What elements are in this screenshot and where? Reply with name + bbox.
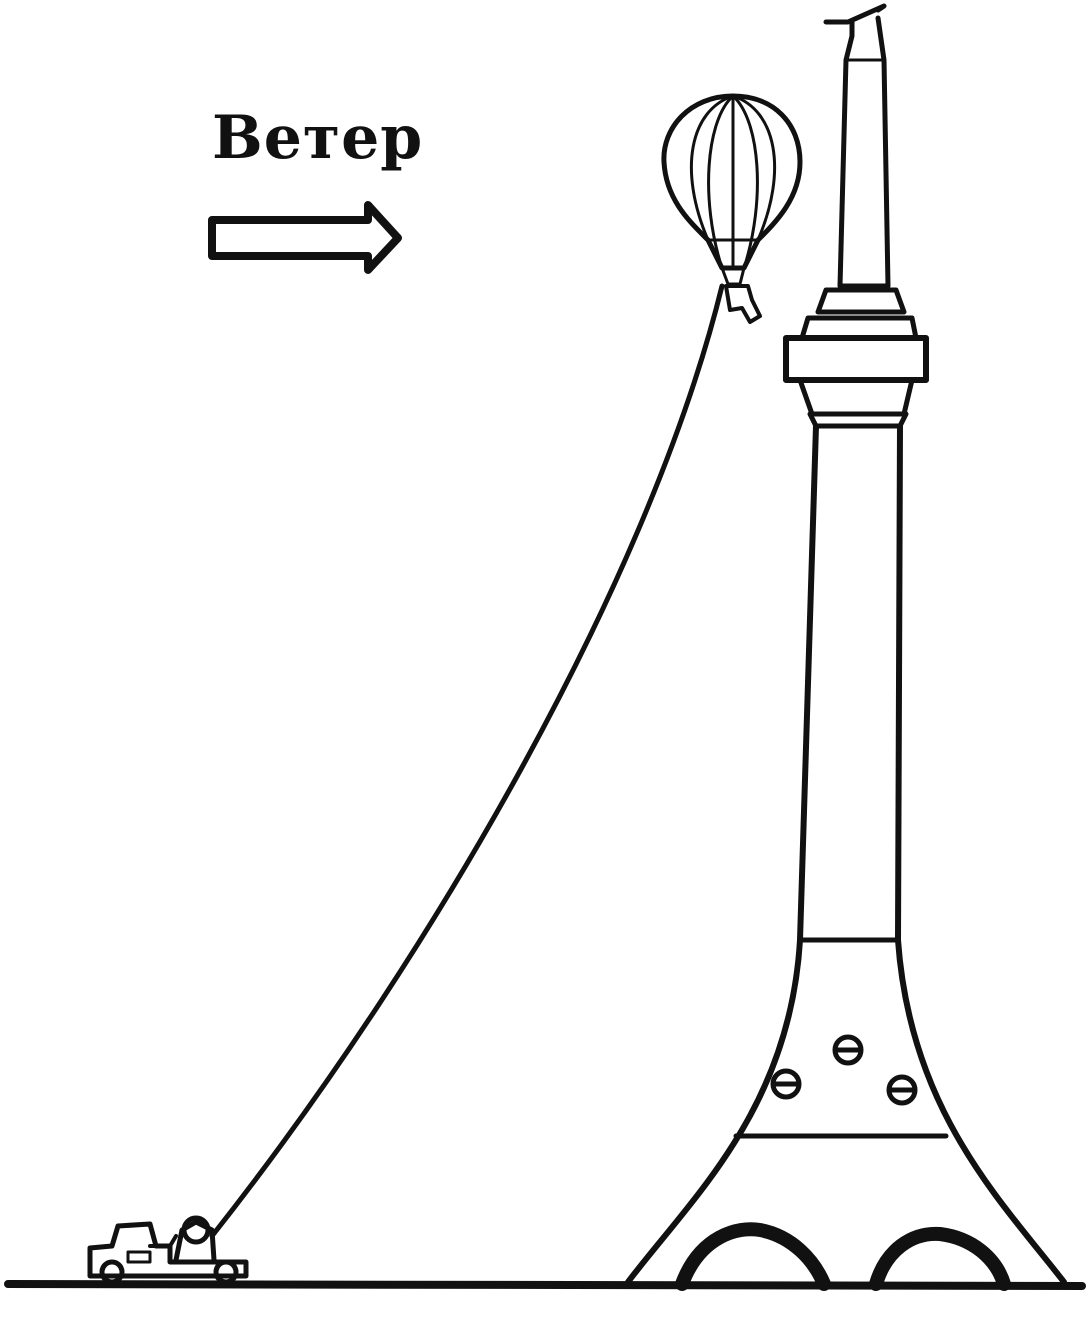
tower-arch-right [869,1226,1011,1291]
tower-arch-left [675,1222,831,1291]
tower-windows [770,1034,918,1106]
tv-tower [625,3,1067,1291]
tower-shaft [797,423,819,943]
wind-arrow [208,201,402,274]
ground-line [4,1280,1086,1290]
tower-antenna [823,3,891,289]
winch-truck [87,1215,249,1285]
truck-wheel-front [99,1259,125,1285]
truck-wheel-rear [213,1259,239,1285]
tower-leg-right [895,937,1067,1285]
balloon-gondola [724,284,762,324]
tower-observation-deck [783,335,929,383]
hot-air-balloon [661,93,803,324]
tether-rope [209,283,725,1239]
wind-label: Ветер [212,103,424,173]
tower-leg-left [625,937,803,1285]
tower-crown [815,287,907,315]
